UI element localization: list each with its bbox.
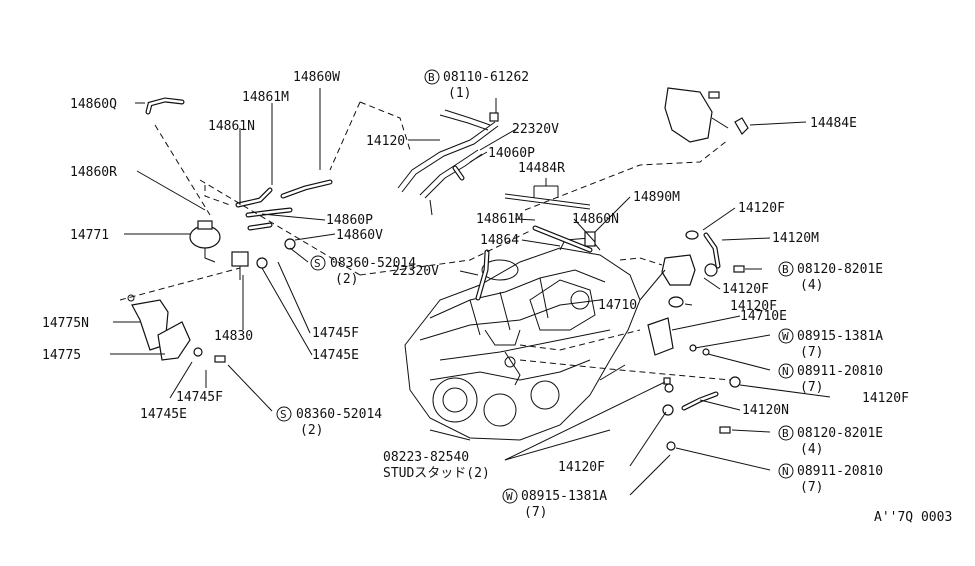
label-08120-8201E-a: 08120-8201E bbox=[797, 262, 883, 277]
symbol-n-circle bbox=[778, 363, 794, 379]
label-14860N: 14860N bbox=[572, 212, 619, 227]
label-14120: 14120 bbox=[366, 134, 405, 149]
label-14860W: 14860W bbox=[293, 70, 340, 85]
symbol-s: S bbox=[314, 257, 321, 270]
part-labels: 14860W 14860Q 14861M 14861N 14860R 14771… bbox=[42, 69, 952, 525]
components-illustration bbox=[127, 87, 749, 451]
symbol-w-circle bbox=[778, 328, 794, 344]
dashed-guides bbox=[119, 101, 731, 381]
label-08911-20810-b-qty: (7) bbox=[800, 480, 823, 495]
label-08120-8201E-a-qty: (4) bbox=[800, 278, 823, 293]
label-08120-8201E-b-qty: (4) bbox=[800, 442, 823, 457]
label-08911-20810-a-qty: (7) bbox=[800, 380, 823, 395]
symbol-n: N bbox=[782, 465, 789, 478]
symbol-w: W bbox=[782, 330, 789, 343]
label-08223-stud: STUDスタッド(2) bbox=[383, 466, 490, 481]
symbol-b-circle bbox=[778, 261, 794, 277]
symbol-b-circle bbox=[424, 69, 440, 85]
label-22320V-b: 22320V bbox=[392, 264, 439, 279]
label-08911-20810-a: 08911-20810 bbox=[797, 364, 883, 379]
leader-lines bbox=[110, 88, 831, 496]
label-08915-1381A-b-qty: (7) bbox=[524, 505, 547, 520]
label-14861M-b: 14861M bbox=[476, 212, 523, 227]
label-14745E-a: 14745E bbox=[140, 407, 187, 422]
label-14120N: 14120N bbox=[742, 403, 789, 418]
label-14745E-b: 14745E bbox=[312, 348, 359, 363]
symbol-b: B bbox=[782, 427, 789, 440]
label-14890M: 14890M bbox=[633, 190, 680, 205]
label-14120F-d: 14120F bbox=[862, 391, 909, 406]
label-14860Q: 14860Q bbox=[70, 97, 117, 112]
label-14484E: 14484E bbox=[810, 116, 857, 131]
symbol-b-circle bbox=[778, 425, 794, 441]
label-14120F-b: 14120F bbox=[722, 282, 769, 297]
label-08223-82540: 08223-82540 bbox=[383, 450, 469, 465]
symbol-w: W bbox=[506, 490, 513, 503]
label-14861N: 14861N bbox=[208, 119, 255, 134]
engine-illustration bbox=[404, 237, 641, 441]
label-14864: 14864 bbox=[480, 233, 519, 248]
label-22320V-a: 22320V bbox=[512, 122, 559, 137]
label-08110-61262: 08110-61262 bbox=[443, 70, 529, 85]
symbol-n: N bbox=[782, 365, 789, 378]
label-14775: 14775 bbox=[42, 348, 81, 363]
label-08110-61262-qty: (1) bbox=[448, 86, 471, 101]
label-14771: 14771 bbox=[70, 228, 109, 243]
symbol-b: B bbox=[428, 71, 435, 84]
label-08915-1381A-a: 08915-1381A bbox=[797, 329, 883, 344]
label-08915-1381A-a-qty: (7) bbox=[800, 345, 823, 360]
symbol-n-circle bbox=[778, 463, 794, 479]
label-14745F-a: 14745F bbox=[176, 390, 223, 405]
symbol-w-circle bbox=[502, 488, 518, 504]
symbol-s-circle bbox=[276, 406, 292, 422]
reference-code: A''7Q 0003 bbox=[874, 510, 952, 525]
label-14830: 14830 bbox=[214, 329, 253, 344]
label-14484R: 14484R bbox=[518, 161, 565, 176]
symbol-s: S bbox=[280, 408, 287, 421]
label-08360-52014-b: 08360-52014 bbox=[296, 407, 382, 422]
hoses-illustration bbox=[145, 97, 721, 411]
label-14861M-a: 14861M bbox=[242, 90, 289, 105]
label-14710E: 14710E bbox=[740, 309, 787, 324]
label-14745F-b: 14745F bbox=[312, 326, 359, 341]
label-14860P: 14860P bbox=[326, 213, 373, 228]
label-14120M: 14120M bbox=[772, 231, 819, 246]
label-14710: 14710 bbox=[598, 298, 637, 313]
label-08915-1381A-b: 08915-1381A bbox=[521, 489, 607, 504]
label-14120F-e: 14120F bbox=[558, 460, 605, 475]
label-14120F-a: 14120F bbox=[738, 201, 785, 216]
symbol-b: B bbox=[782, 263, 789, 276]
label-08360-52014-a: 08360-52014 bbox=[330, 256, 416, 271]
label-14120F-c: 14120F bbox=[730, 299, 777, 314]
label-14775N: 14775N bbox=[42, 316, 89, 331]
label-14860R: 14860R bbox=[70, 165, 117, 180]
label-08360-52014-a-qty: (2) bbox=[335, 272, 358, 287]
label-08360-52014-b-qty: (2) bbox=[300, 423, 323, 438]
label-08120-8201E-b: 08120-8201E bbox=[797, 426, 883, 441]
label-08911-20810-b: 08911-20810 bbox=[797, 464, 883, 479]
symbol-s-circle bbox=[310, 255, 326, 271]
label-14860V: 14860V bbox=[336, 228, 383, 243]
label-14060P: 14060P bbox=[488, 146, 535, 161]
